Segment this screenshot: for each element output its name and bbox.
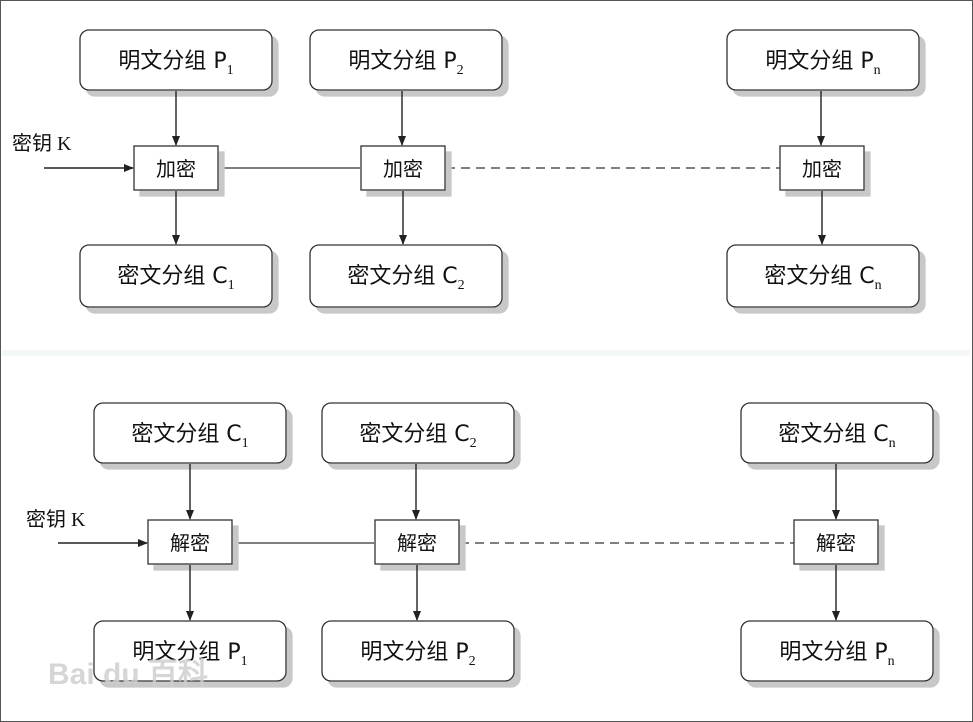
plaintext-block-p2: 明文分组 P2: [309, 29, 503, 91]
plaintext-block-p1: 明文分组 P1: [79, 29, 273, 91]
svg-text:密文分组 Cn: 密文分组 Cn: [778, 422, 895, 451]
ciphertext-block-subscript: 1: [242, 436, 249, 451]
ciphertext-block-label: 密文分组 C: [131, 422, 241, 447]
ciphertext-block-subscript: n: [875, 278, 882, 293]
encrypt-box-1: 加密: [133, 145, 219, 191]
ciphertext-block-label: 密文分组 C: [764, 264, 874, 289]
plaintext-block-subscript: n: [888, 654, 895, 669]
decryption-section: 密文分组 C1 密文分组 C2 密文分组 Cn 密钥 K 解密 解密: [26, 402, 934, 682]
ciphertext-block-c1: 密文分组 C1: [79, 244, 273, 308]
ciphertext-block-cn: 密文分组 Cn: [726, 244, 920, 308]
plaintext-block-label: 明文分组 P: [765, 49, 873, 74]
decrypt-box-2: 解密: [374, 519, 460, 565]
svg-text:密文分组 C2: 密文分组 C2: [347, 264, 464, 293]
plaintext-block-subscript: 2: [469, 654, 476, 669]
svg-text:明文分组 P2: 明文分组 P2: [360, 640, 475, 669]
plaintext-block-label: 明文分组 P: [132, 640, 240, 665]
ciphertext-block-label: 密文分组 C: [359, 422, 469, 447]
svg-text:密文分组 Cn: 密文分组 Cn: [764, 264, 881, 293]
ciphertext-block-label: 密文分组 C: [347, 264, 457, 289]
decrypt-label: 解密: [397, 532, 437, 555]
key-label: 密钥 K: [26, 508, 86, 531]
ciphertext-block-c2: 密文分组 C2: [321, 402, 515, 464]
plaintext-block-pn: 明文分组 Pn: [740, 620, 934, 682]
ciphertext-block-cn: 密文分组 Cn: [740, 402, 934, 464]
plaintext-block-subscript: 2: [457, 63, 464, 78]
section-divider: [2, 350, 970, 356]
baidu-watermark: Bai du 百科: [48, 658, 208, 691]
ciphertext-block-c2: 密文分组 C2: [309, 244, 503, 308]
plaintext-block-label: 明文分组 P: [360, 640, 468, 665]
plaintext-block-subscript: 1: [227, 63, 234, 78]
decrypt-label: 解密: [170, 532, 210, 555]
decrypt-box-n: 解密: [793, 519, 879, 565]
plaintext-block-pn: 明文分组 Pn: [726, 29, 920, 91]
encrypt-label: 加密: [802, 158, 842, 181]
encrypt-box-2: 加密: [360, 145, 446, 191]
svg-text:密文分组 C2: 密文分组 C2: [359, 422, 476, 451]
svg-text:密文分组 C1: 密文分组 C1: [117, 264, 234, 293]
plaintext-block-label: 明文分组 P: [118, 49, 226, 74]
ciphertext-block-subscript: 2: [470, 436, 477, 451]
key-label: 密钥 K: [12, 132, 72, 155]
decrypt-box-1: 解密: [147, 519, 233, 565]
ciphertext-block-c1: 密文分组 C1: [93, 402, 287, 464]
plaintext-block-label: 明文分组 P: [779, 640, 887, 665]
ciphertext-block-subscript: 1: [228, 278, 235, 293]
ciphertext-block-subscript: 2: [458, 278, 465, 293]
encrypt-label: 加密: [383, 158, 423, 181]
plaintext-block-p1: 明文分组 P1: [93, 620, 287, 682]
svg-text:明文分组 P2: 明文分组 P2: [348, 49, 463, 78]
ciphertext-block-label: 密文分组 C: [778, 422, 888, 447]
plaintext-block-subscript: 1: [241, 654, 248, 669]
plaintext-block-p2: 明文分组 P2: [321, 620, 515, 682]
encrypt-label: 加密: [156, 158, 196, 181]
svg-text:密文分组 C1: 密文分组 C1: [131, 422, 248, 451]
svg-text:明文分组 P1: 明文分组 P1: [132, 640, 247, 669]
svg-text:明文分组 P1: 明文分组 P1: [118, 49, 233, 78]
ciphertext-block-subscript: n: [889, 436, 896, 451]
plaintext-block-subscript: n: [874, 63, 881, 78]
decrypt-label: 解密: [816, 532, 856, 555]
plaintext-block-label: 明文分组 P: [348, 49, 456, 74]
svg-text:明文分组 Pn: 明文分组 Pn: [765, 49, 880, 78]
svg-text:明文分组 Pn: 明文分组 Pn: [779, 640, 894, 669]
encryption-section: 明文分组 P1 明文分组 P2 明文分组 Pn 密钥 K 加密 加密: [12, 29, 920, 308]
encrypt-box-n: 加密: [779, 145, 865, 191]
ciphertext-block-label: 密文分组 C: [117, 264, 227, 289]
